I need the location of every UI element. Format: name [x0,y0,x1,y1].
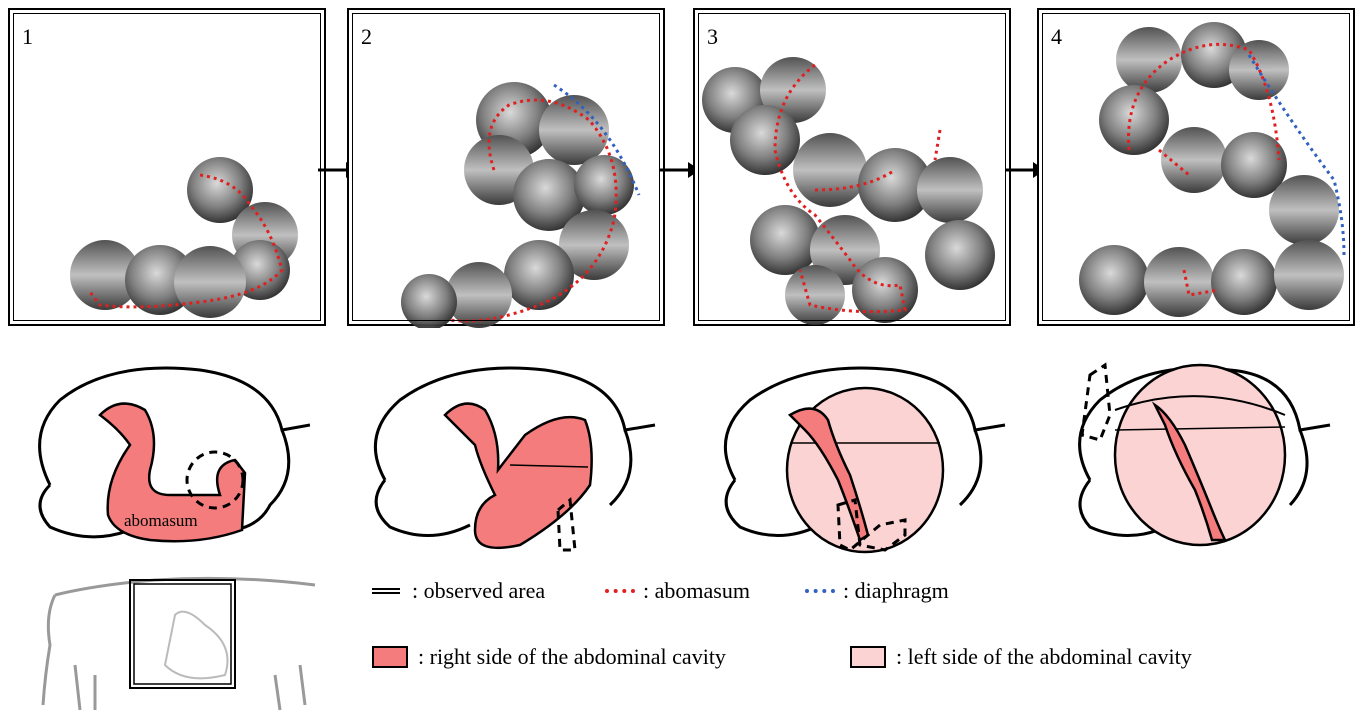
double-line-icon [372,588,400,594]
cow-locator [35,565,325,720]
legend-right-side: : right side of the abdominal cavity [372,644,726,670]
panel-4: 4 [1037,8,1355,326]
abomasum-label: abomasum [124,511,198,530]
panel-number: 3 [707,24,718,50]
right-side-swatch [372,646,408,668]
abomasum-trace [935,130,940,160]
endoscopic-mosaic [695,10,1013,328]
panel-1: 1 [8,8,326,326]
observed-area-box [130,580,235,688]
endoscopic-mosaic [1039,10,1357,328]
legend-observed-area: : observed area [372,578,545,604]
abdomen-sketch-1: abomasum [20,355,310,560]
panel-number: 4 [1051,24,1062,50]
red-dotted-line-icon [605,589,635,593]
legend-diaphragm: : diaphragm [805,578,949,604]
abdomen-sketch-3 [710,355,1010,570]
left-side-region [1115,365,1285,545]
blue-dotted-line-icon [805,589,835,593]
legend-left-side: : left side of the abdominal cavity [850,644,1192,670]
panel-2: 2 [347,8,665,326]
abdomen-sketch-2 [360,355,660,560]
panel-number: 1 [22,24,33,50]
panel-number: 2 [361,24,372,50]
left-side-swatch [850,646,886,668]
endoscopic-mosaic [349,10,667,328]
panel-3: 3 [693,8,1011,326]
legend-abomasum: : abomasum [605,578,750,604]
endoscopic-mosaic [10,10,328,328]
abdomen-sketch-4 [1060,355,1350,560]
